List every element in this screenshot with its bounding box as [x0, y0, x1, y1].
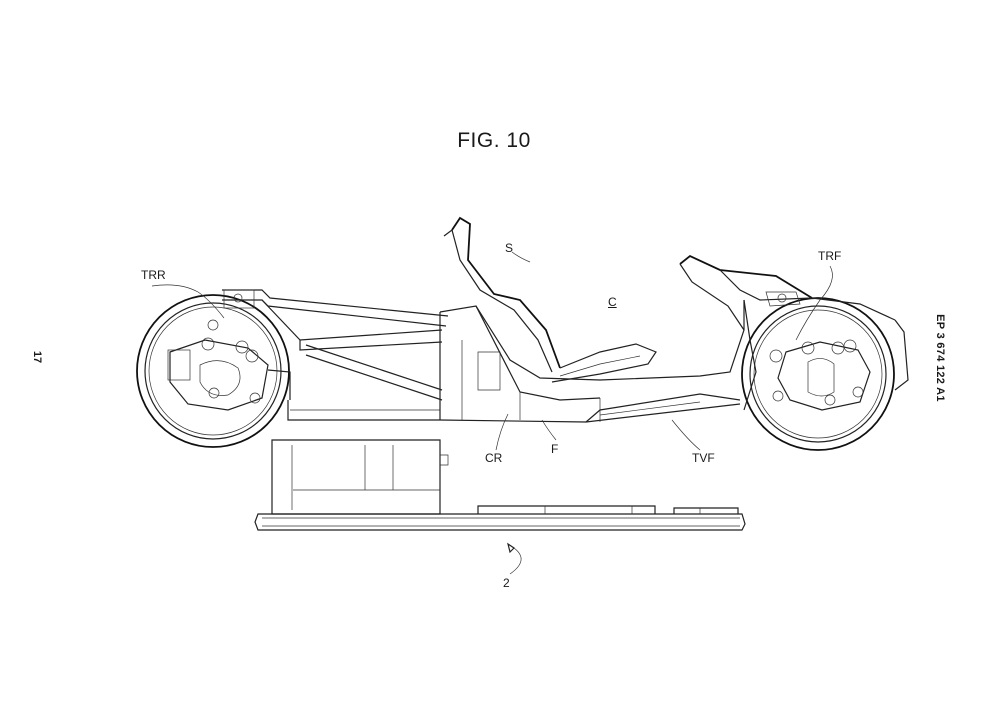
leader-trf — [795, 265, 833, 341]
label-trr: TRR — [141, 268, 166, 282]
seat — [443, 216, 657, 383]
patent-number: EP 3 674 122 A1 — [934, 314, 946, 402]
rear-wheel — [136, 294, 290, 448]
figure-title: FIG. 10 — [457, 129, 531, 152]
leader-trr — [151, 284, 225, 319]
label-battery: 2 — [503, 576, 510, 590]
leader-battery-arrow — [507, 542, 515, 554]
label-f: F — [551, 442, 559, 456]
page-number: 17 — [31, 350, 43, 364]
label-s: S — [505, 241, 514, 255]
leader-tvf — [671, 419, 701, 451]
label-trf: TRF — [818, 249, 842, 263]
front-wheel — [741, 297, 895, 451]
front-frame — [679, 254, 909, 411]
label-cr: CR — [485, 451, 503, 465]
central-chassis — [439, 300, 745, 423]
leader-battery — [509, 547, 522, 575]
leader-lines — [151, 251, 833, 575]
leader-f — [541, 419, 557, 441]
leader-s — [511, 251, 531, 263]
rear-frame — [222, 289, 449, 421]
label-tvf: TVF — [692, 451, 715, 465]
leader-cr — [495, 413, 509, 451]
label-c: C — [608, 295, 617, 309]
battery-pack — [254, 439, 746, 531]
